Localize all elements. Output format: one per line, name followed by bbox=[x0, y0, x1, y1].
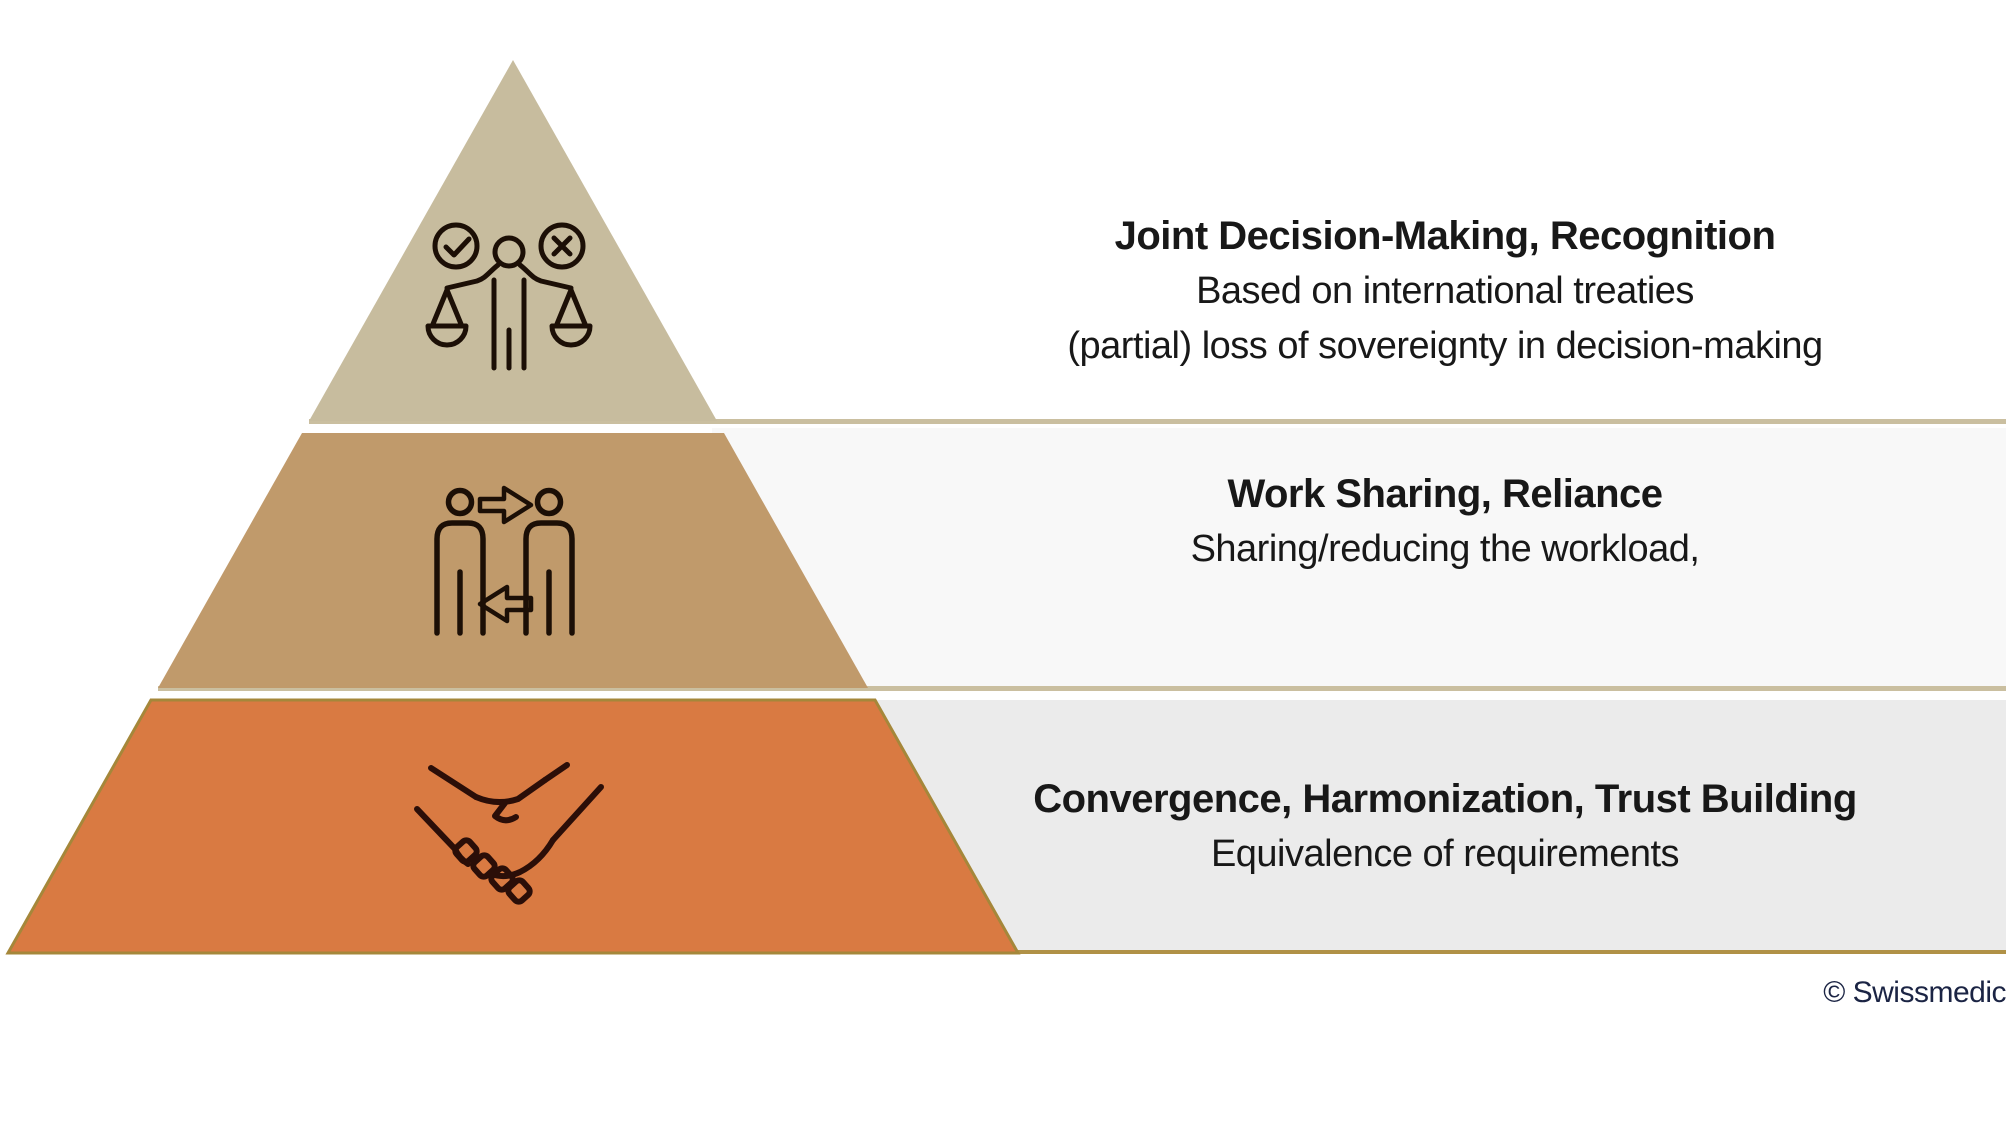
tier1-separator-line bbox=[309, 419, 2006, 424]
scales-of-justice-icon bbox=[425, 222, 593, 371]
tier1-subtext-line2: (partial) loss of sovereignty in decisio… bbox=[1067, 325, 1823, 367]
tier2-trapezoid bbox=[158, 433, 868, 688]
tier2-subtext-line1: Sharing/reducing the workload, bbox=[1190, 528, 1700, 570]
arrow-left-icon bbox=[477, 584, 534, 624]
check-circle-icon bbox=[432, 222, 480, 270]
tier3-title: Convergence, Harmonization, Trust Buildi… bbox=[1033, 777, 1857, 821]
tier2-title: Work Sharing, Reliance bbox=[1227, 472, 1663, 516]
tier3-subtext-line1: Equivalence of requirements bbox=[1210, 833, 1680, 875]
tier3-trapezoid bbox=[5, 698, 1021, 955]
people-exchange-icon bbox=[434, 485, 575, 636]
tier2-band bbox=[712, 428, 2006, 686]
handshake-icon bbox=[414, 762, 604, 905]
tier2-text-block: Work Sharing, Reliance Sharing/reducing … bbox=[884, 467, 2006, 577]
tier1-subtext-line1: Based on international treaties bbox=[1196, 270, 1694, 312]
arrow-right-icon bbox=[477, 485, 534, 525]
tier1-text-block: Joint Decision-Making, Recognition Based… bbox=[884, 209, 2006, 374]
tier3-text-block: Convergence, Harmonization, Trust Buildi… bbox=[884, 772, 2006, 882]
tier3-band bbox=[865, 700, 2006, 953]
cross-circle-icon bbox=[538, 222, 586, 270]
tier1-title: Joint Decision-Making, Recognition bbox=[1114, 214, 1776, 258]
copyright-notice: © Swissmedic bbox=[1823, 976, 2006, 1009]
tier2-separator-line bbox=[158, 686, 2006, 691]
